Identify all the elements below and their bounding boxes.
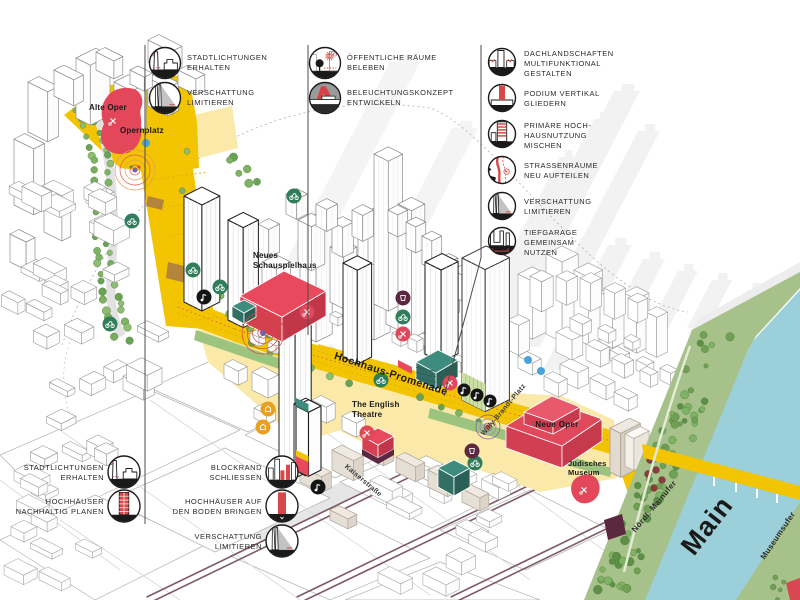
svg-text:NEU AUFTEILEN: NEU AUFTEILEN	[524, 171, 589, 180]
svg-text:STRASSENRÄUME: STRASSENRÄUME	[524, 161, 598, 170]
svg-text:Jüdisches: Jüdisches	[568, 459, 606, 468]
svg-text:LIMITIEREN: LIMITIEREN	[215, 542, 262, 551]
svg-text:Neues: Neues	[253, 251, 278, 260]
svg-text:ERHALTEN: ERHALTEN	[61, 473, 104, 482]
svg-text:PRIMÄRE HOCH-: PRIMÄRE HOCH-	[524, 121, 591, 130]
svg-text:HOCHHÄUSER AUF: HOCHHÄUSER AUF	[185, 497, 262, 506]
svg-text:LIMITIEREN: LIMITIEREN	[187, 98, 234, 107]
svg-text:ERHALTEN: ERHALTEN	[187, 63, 230, 72]
svg-text:Alte Oper: Alte Oper	[89, 103, 127, 112]
svg-text:MULTIFUNKTIONAL: MULTIFUNKTIONAL	[524, 59, 601, 68]
svg-text:DEN BODEN BRINGEN: DEN BODEN BRINGEN	[173, 507, 262, 516]
svg-text:VERSCHATTUNG: VERSCHATTUNG	[187, 88, 255, 97]
svg-text:Opernplatz: Opernplatz	[120, 126, 164, 135]
svg-text:VERSCHATTUNG: VERSCHATTUNG	[524, 197, 592, 206]
svg-text:STADTLICHTUNGEN: STADTLICHTUNGEN	[187, 53, 267, 62]
svg-text:Theatre: Theatre	[352, 410, 383, 419]
svg-text:Museum: Museum	[568, 468, 600, 477]
svg-text:HAUSNUTZUNG: HAUSNUTZUNG	[524, 131, 587, 140]
svg-text:ENTWICKELN: ENTWICKELN	[347, 98, 401, 107]
svg-text:HOCHHÄUSER: HOCHHÄUSER	[46, 497, 104, 506]
svg-text:MISCHEN: MISCHEN	[524, 141, 562, 150]
svg-text:Neue Oper: Neue Oper	[535, 420, 578, 429]
svg-text:GEMEINSAM: GEMEINSAM	[524, 238, 574, 247]
svg-text:SCHLIESSEN: SCHLIESSEN	[209, 473, 262, 482]
svg-text:The English: The English	[352, 400, 400, 409]
svg-text:BLOCKRAND: BLOCKRAND	[211, 463, 262, 472]
svg-text:VERSCHATTUNG: VERSCHATTUNG	[194, 532, 262, 541]
svg-text:NUTZEN: NUTZEN	[524, 248, 557, 257]
svg-text:PODIUM VERTIKAL: PODIUM VERTIKAL	[524, 89, 600, 98]
svg-text:STADTLICHTUNGEN: STADTLICHTUNGEN	[24, 463, 104, 472]
svg-text:BELEBEN: BELEBEN	[347, 63, 385, 72]
svg-text:GESTALTEN: GESTALTEN	[524, 69, 572, 78]
svg-text:GLIEDERN: GLIEDERN	[524, 99, 566, 108]
svg-text:NACHHALTIG PLANEN: NACHHALTIG PLANEN	[16, 507, 104, 516]
svg-text:LIMITIEREN: LIMITIEREN	[524, 207, 571, 216]
svg-text:DACHLANDSCHAFTEN: DACHLANDSCHAFTEN	[524, 49, 614, 58]
svg-text:TIEFGARAGE: TIEFGARAGE	[524, 228, 577, 237]
svg-text:ÖFFENTLICHE RÄUME: ÖFFENTLICHE RÄUME	[347, 53, 437, 62]
svg-text:Schauspielhaus: Schauspielhaus	[253, 261, 317, 270]
svg-text:BELEUCHTUNGSKONZEPT: BELEUCHTUNGSKONZEPT	[347, 88, 454, 97]
